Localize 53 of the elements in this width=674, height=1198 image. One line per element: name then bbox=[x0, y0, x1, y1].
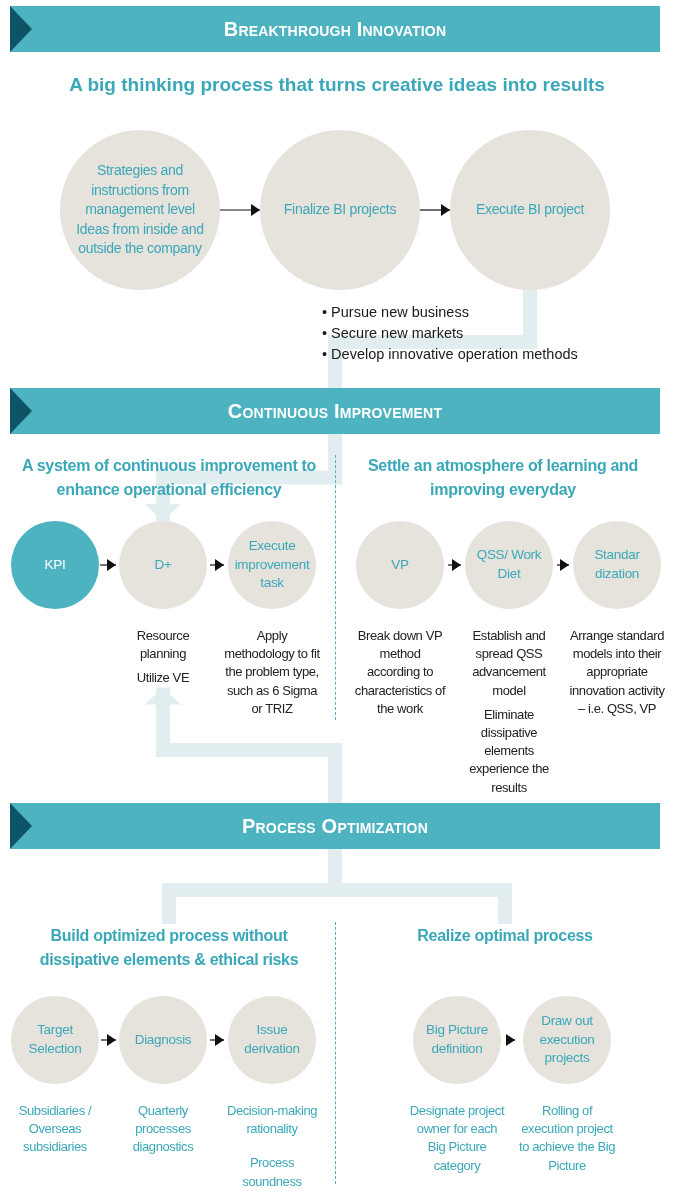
bullet-item: • Secure new markets bbox=[322, 324, 465, 343]
bullet-item: • Develop innovative operation methods bbox=[322, 345, 578, 364]
banner-title: Breakthrough Innovation bbox=[223, 17, 447, 41]
circle-label: Target Selection bbox=[27, 1021, 83, 1058]
bullet-item: • Pursue new business bbox=[322, 303, 470, 322]
arrow bbox=[209, 1034, 225, 1046]
step-description: Arrange standard models into their appropriate innovation activity – i.e. QSS, VP bbox=[569, 627, 665, 718]
step-description: Apply methodology to fit the problem type, such as 6 Sigma or TRIZ bbox=[224, 627, 320, 718]
step-description: Resource planning bbox=[135, 627, 191, 664]
banner-title: Continuous Improvement bbox=[227, 399, 443, 423]
arrow bbox=[219, 204, 261, 216]
circle-label: Finalize BI projects bbox=[283, 200, 397, 220]
circle-label: Execute BI project bbox=[475, 200, 585, 220]
circle-label: Standar dization bbox=[593, 546, 641, 583]
circle-label: Big Picture definition bbox=[425, 1021, 489, 1058]
step-description: Rolling of execution project to achieve the Big Picture bbox=[517, 1102, 617, 1175]
section-banner bbox=[10, 803, 660, 849]
flow-arrow bbox=[145, 434, 342, 521]
circle-label: Ideas from inside and outside the company bbox=[76, 219, 204, 259]
tagline: A big thinking process that turns creative ideas into results bbox=[68, 74, 606, 96]
step-description: Process soundness bbox=[241, 1154, 303, 1191]
section-banner bbox=[10, 6, 660, 52]
flow-arrow bbox=[145, 687, 342, 803]
arrow bbox=[556, 559, 570, 571]
circle-label: Diagnosis bbox=[134, 1030, 192, 1049]
circle-label: Draw out execution projects bbox=[538, 1011, 596, 1068]
step-description: Subsidiaries / Overseas subsidiaries bbox=[17, 1102, 93, 1157]
step-description: Decision-making rationality bbox=[225, 1102, 319, 1139]
arrow bbox=[505, 1034, 516, 1046]
section-subheading: A system of continuous improvement to enhance operational efficiency bbox=[20, 456, 318, 500]
step-description: Utilize VE bbox=[136, 669, 190, 688]
circle-label: Issue derivation bbox=[243, 1021, 301, 1058]
section-banner bbox=[10, 388, 660, 434]
arrow bbox=[447, 559, 462, 571]
arrow bbox=[419, 204, 451, 216]
step-description: Quarterly processes diagnostics bbox=[131, 1102, 195, 1157]
circle-label: Strategies and instructions from management level bbox=[84, 161, 196, 220]
section-subheading: Realize optimal process bbox=[345, 924, 665, 948]
arrow bbox=[209, 559, 225, 571]
circle-label: Execute improvement task bbox=[233, 536, 311, 593]
step-description: Establish and spread QSS advancement model bbox=[471, 627, 547, 700]
circle-label: QSS/ Work Diet bbox=[475, 546, 543, 583]
step-description: Designate project owner for each Big Picture category bbox=[408, 1102, 506, 1175]
section-subheading: Build optimized process without dissipative elements & ethical risks bbox=[14, 924, 324, 972]
circle-label: KPI bbox=[44, 555, 66, 574]
banner-title: Process Optimization bbox=[242, 814, 428, 838]
circle-label: D+ bbox=[154, 555, 172, 574]
arrow bbox=[100, 1034, 117, 1046]
step-description: Eliminate dissipative elements experience the results bbox=[468, 705, 550, 797]
circle-label: VP bbox=[391, 555, 409, 574]
step-description: Break down VP method according to characteristics of the work bbox=[353, 627, 447, 718]
section-subheading: Settle an atmosphere of learning and improving everyday bbox=[366, 456, 640, 500]
arrow bbox=[99, 559, 117, 571]
